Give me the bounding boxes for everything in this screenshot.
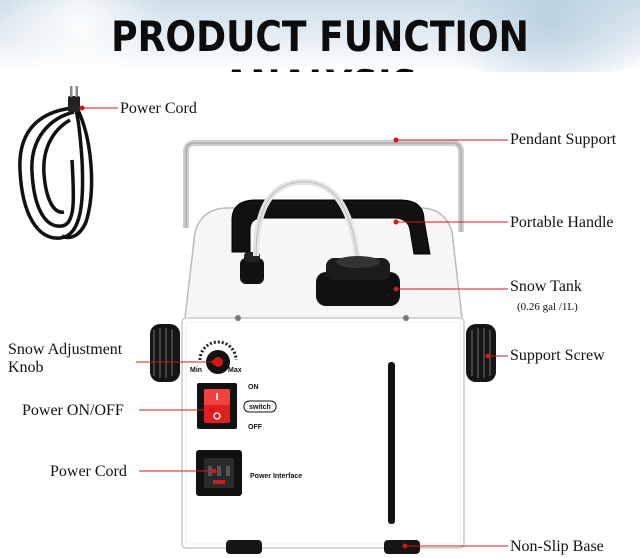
knob-min-label: Min [190,367,202,374]
snow-adjustment-knob [198,340,238,374]
label-power-on-off: Power ON/OFF [22,402,124,419]
plug-icon [68,86,80,112]
switch-label: switch [249,404,271,411]
switch-badge [243,400,277,413]
top-cap [240,258,264,284]
frost-decoration [0,0,180,72]
label-snow-adjustment-knob: Knob [8,359,44,376]
support-screw-right [466,324,496,382]
label-power-cord-top: Power Cord [120,100,197,117]
foot-right [384,540,420,554]
frost-decoration [420,0,640,72]
support-screw-left [150,324,180,382]
label-snow-tank-capacity: (0.26 gal /1L) [517,301,578,313]
label-snow-adjustment: Snow Adjustment [8,341,123,358]
label-non-slip-base: Non-Slip Base [510,538,604,555]
knob-max-label: Max [228,367,242,374]
label-support-screw: Support Screw [510,347,605,364]
label-power-cord-bottom: Power Cord [50,463,127,480]
on-label: ON [248,384,259,391]
vent-slot [388,362,395,524]
page-title: PRODUCT FUNCTION ANALYSIS [111,12,529,72]
label-snow-tank: Snow Tank [510,278,582,295]
power-interface-label: Power Interface [250,473,302,480]
power-switch [197,383,237,429]
label-pendant-support: Pendant Support [510,131,617,148]
power-interface-socket [196,450,242,496]
snow-tank-cap [316,256,400,306]
foot-left [226,540,262,554]
callout-lines [79,105,508,549]
power-cord-coil [18,106,94,240]
label-portable-handle: Portable Handle [510,214,614,231]
portable-handle [231,199,431,255]
header-banner: PRODUCT FUNCTION ANALYSIS [0,0,640,72]
off-label: OFF [248,424,263,431]
